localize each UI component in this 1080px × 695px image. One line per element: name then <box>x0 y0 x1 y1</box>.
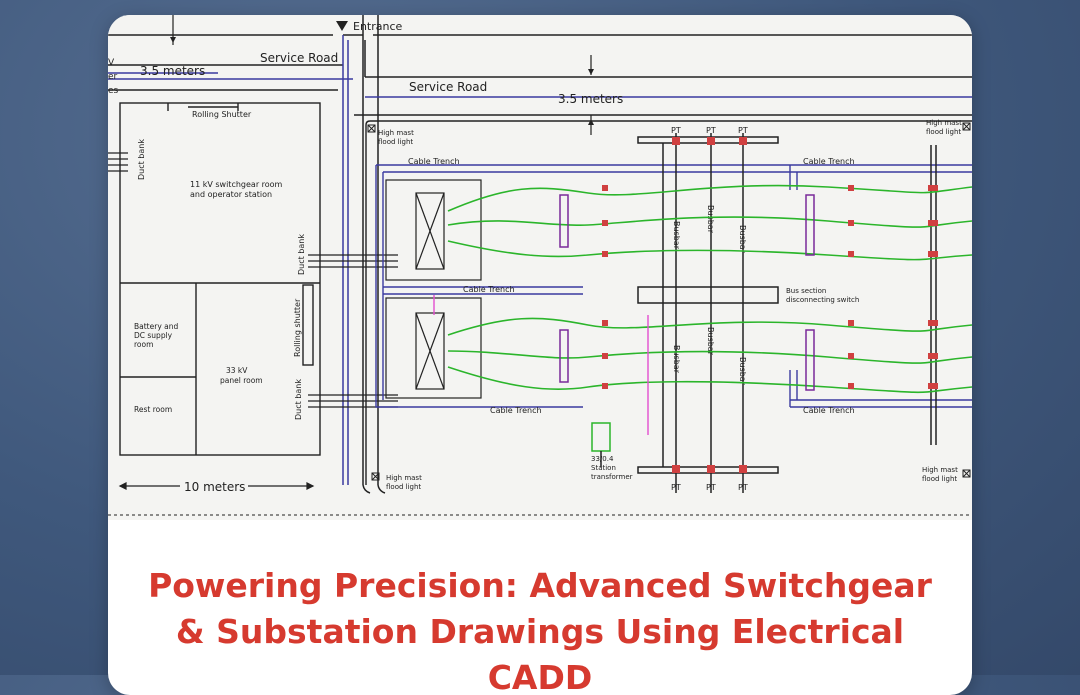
pt-label: PT <box>706 483 716 492</box>
left-cut-label-3: es <box>108 86 119 96</box>
left-cut-label-1: V <box>108 58 115 68</box>
busbar-label-3: Busbar <box>738 225 747 254</box>
panel-room-label-1: 33 kV <box>226 366 248 375</box>
cable-trench-label-4: Cable Trench <box>490 406 542 415</box>
flood-light-a-label-2: flood light <box>378 138 413 146</box>
busbar-label-5: Busbar <box>706 327 715 356</box>
busbar-label-6: Busbar <box>738 357 747 386</box>
road-width-label-2: 3.5 meters <box>558 92 623 106</box>
bus-section-label-2: disconnecting switch <box>786 296 859 304</box>
bus-section-label-1: Bus section <box>786 287 826 295</box>
left-cut-label-2: er <box>108 72 118 82</box>
cable-trench-label-5: Cable Trench <box>803 406 855 415</box>
flood-light-c-label-2: flood light <box>386 483 421 491</box>
cable-trench-label-2: Cable Trench <box>803 157 855 166</box>
flood-light-b-label-2: flood light <box>926 128 961 136</box>
ten-meter-dimension <box>118 482 315 490</box>
rolling-shutter-label: Rolling Shutter <box>192 110 252 119</box>
pt-label: PT <box>671 483 681 492</box>
flood-light-b-label-1: High mast <box>926 119 962 127</box>
switchgear-room-label-1: 11 kV switchgear room <box>190 180 283 189</box>
flood-light-d-label-2: flood light <box>922 475 957 483</box>
flood-light-icons <box>367 122 971 481</box>
road-width-label-1: 3.5 meters <box>140 64 205 78</box>
battery-room-label-3: room <box>134 340 153 349</box>
service-roads <box>108 15 972 494</box>
duct-bank-label-3: Duct bank <box>294 379 303 420</box>
pt-label: PT <box>738 126 748 135</box>
article-card[interactable]: Entrance Service Road Service Road 3.5 m… <box>108 15 972 695</box>
duct-bank-label-1: Duct bank <box>137 139 146 180</box>
transformer-label-2: Station <box>591 464 616 472</box>
pt-label: PT <box>671 126 681 135</box>
article-title[interactable]: Powering Precision: Advanced Switchgear … <box>148 566 932 695</box>
cable-trench-label-1: Cable Trench <box>408 157 460 166</box>
substation-yard-fence <box>365 120 972 485</box>
ten-meters-label: 10 meters <box>184 480 245 494</box>
control-building <box>119 102 321 456</box>
pt-label: PT <box>738 483 748 492</box>
blue-road-lines <box>108 35 972 485</box>
rolling-shutter-label-2: Rolling shutter <box>293 298 302 357</box>
entrance-label: Entrance <box>353 20 403 33</box>
flood-light-a-label-1: High mast <box>378 129 414 137</box>
switchgear-room-label-2: and operator station <box>190 190 272 199</box>
transformer-label-1: 33/0.4 <box>591 455 614 463</box>
battery-room-label-2: DC supply <box>134 331 173 340</box>
flood-light-c-label-1: High mast <box>386 474 422 482</box>
service-road-label-1: Service Road <box>260 51 338 65</box>
cable-trench-network <box>375 164 972 408</box>
panel-room-label-2: panel room <box>220 376 263 385</box>
busbar-label-2: Busbar <box>706 205 715 234</box>
pt-labels-top: PT PT PT PT PT PT <box>671 126 748 492</box>
green-bay-circuits <box>447 184 972 394</box>
duct-bank-label-2: Duct bank <box>297 234 306 275</box>
pt-label: PT <box>706 126 716 135</box>
service-road-label-2: Service Road <box>409 80 487 94</box>
substation-layout-drawing: Entrance Service Road Service Road 3.5 m… <box>108 15 972 520</box>
battery-room-label-1: Battery and <box>134 322 178 331</box>
flood-light-d-label-1: High mast <box>922 466 958 474</box>
cable-trench-label-3: Cable Trench <box>463 285 515 294</box>
transformer-label-3: transformer <box>591 473 633 481</box>
rest-room-label: Rest room <box>134 405 172 414</box>
busbar-label-1: Busbar <box>672 221 681 250</box>
circuit-breaker-icons <box>559 194 815 467</box>
breaker-markers <box>602 137 938 473</box>
pink-feeder <box>433 295 649 435</box>
busbar-label-4: Busbar <box>672 345 681 374</box>
